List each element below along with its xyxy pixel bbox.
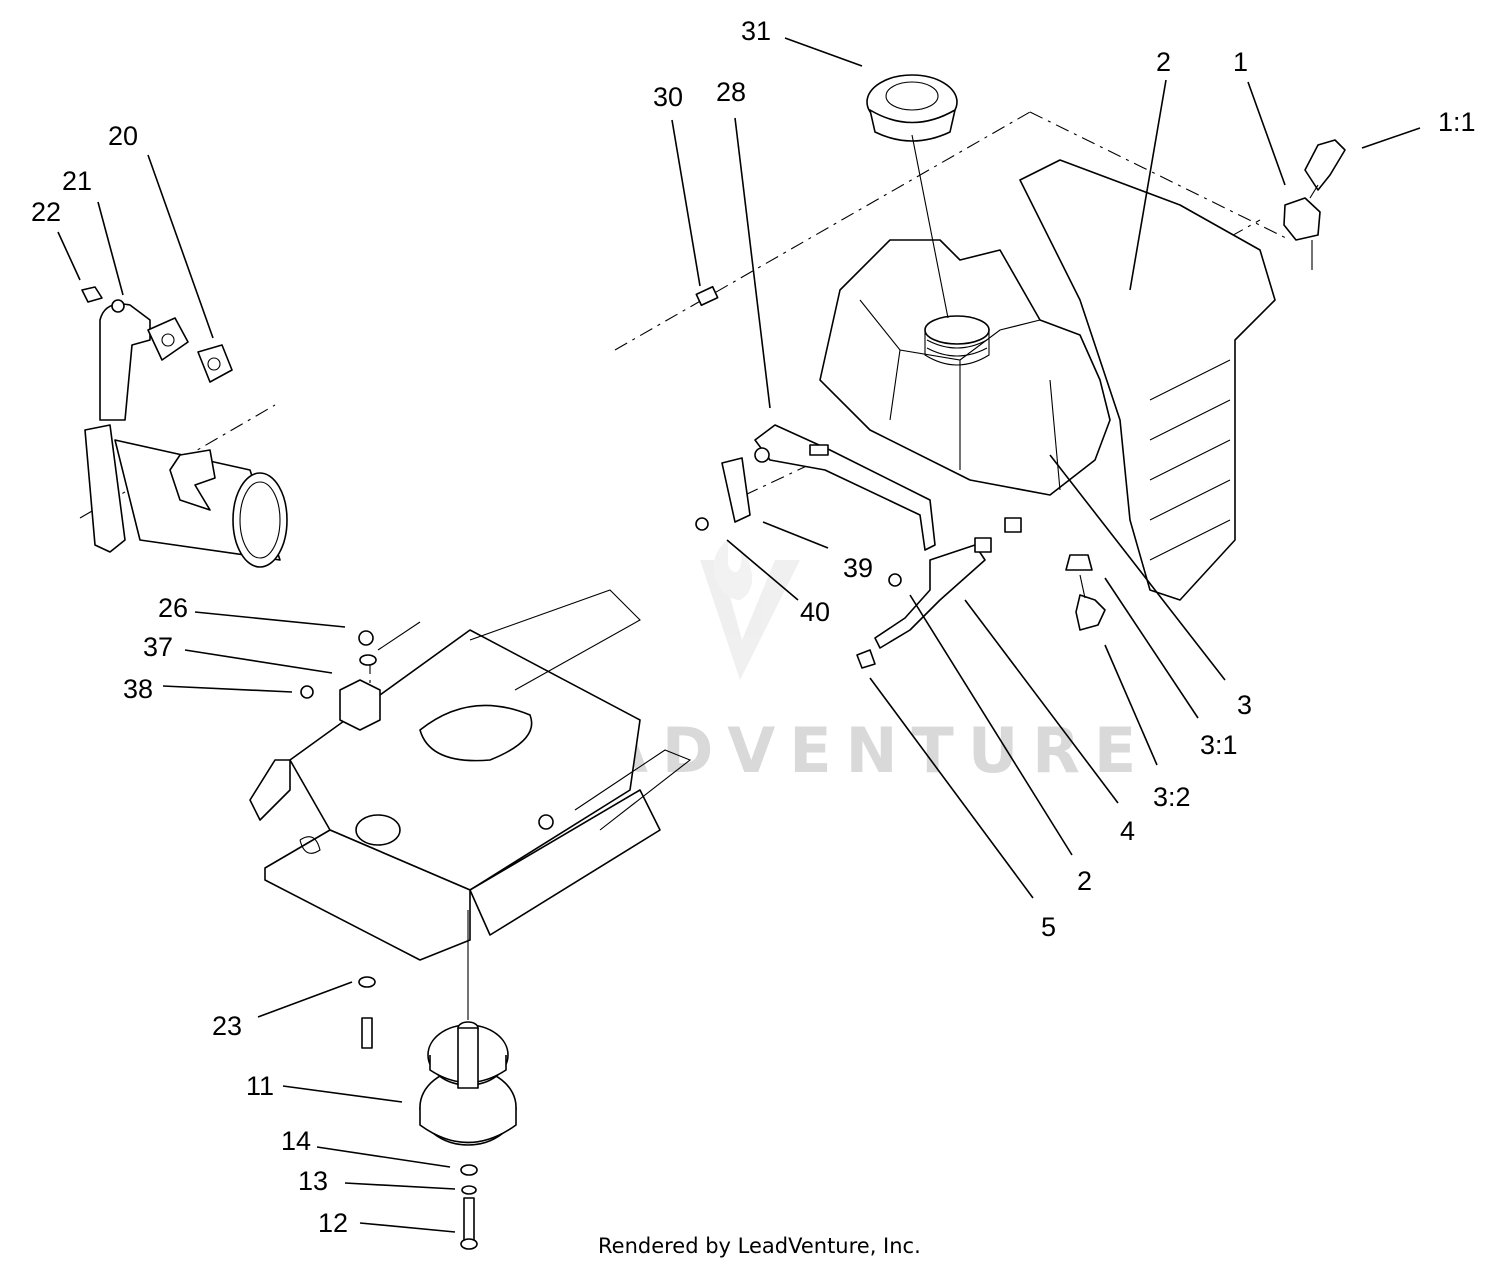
callout-13: 13: [298, 1166, 328, 1196]
fuel-tank-assembly: [819, 159, 1276, 601]
callout-39: 39: [843, 553, 873, 583]
leader-lines: [57, 37, 1421, 1233]
callout-37: 37: [143, 632, 173, 662]
fuel-cap: [866, 74, 958, 319]
callout-12: 12: [318, 1208, 348, 1238]
callout-28: 28: [716, 77, 746, 107]
callout-23: 23: [212, 1011, 242, 1041]
callout-4: 4: [1120, 816, 1135, 846]
frame-assembly: [249, 589, 692, 961]
credit-text: Rendered by LeadVenture, Inc.: [598, 1234, 921, 1258]
callout-14: 14: [281, 1126, 311, 1156]
callout-38: 38: [123, 674, 153, 704]
callout-20: 20: [108, 121, 138, 151]
muffler-assembly: [81, 286, 288, 568]
pulley-assembly: [358, 910, 517, 1250]
watermark-logo: [700, 540, 800, 680]
bracket-fasteners: [300, 621, 421, 731]
callout-2-bottom: 2: [1077, 866, 1092, 896]
callout-22: 22: [31, 197, 61, 227]
callout-30: 30: [653, 82, 683, 112]
fuel-shutoff-valve: [1283, 139, 1346, 270]
callout-1: 1: [1233, 47, 1248, 77]
callout-11: 11: [246, 1071, 274, 1101]
callout-26: 26: [158, 593, 188, 623]
callout-3-1: 3:1: [1200, 730, 1238, 760]
callout-3: 3: [1237, 690, 1252, 720]
callout-40: 40: [800, 597, 830, 627]
callout-21: 21: [62, 166, 92, 196]
fuel-line-parts: [695, 285, 1106, 669]
callout-1-1: 1:1: [1438, 107, 1476, 137]
callout-3-2: 3:2: [1153, 782, 1191, 812]
callout-5: 5: [1041, 912, 1056, 942]
callout-2-top: 2: [1156, 47, 1171, 77]
callout-31: 31: [741, 16, 771, 46]
